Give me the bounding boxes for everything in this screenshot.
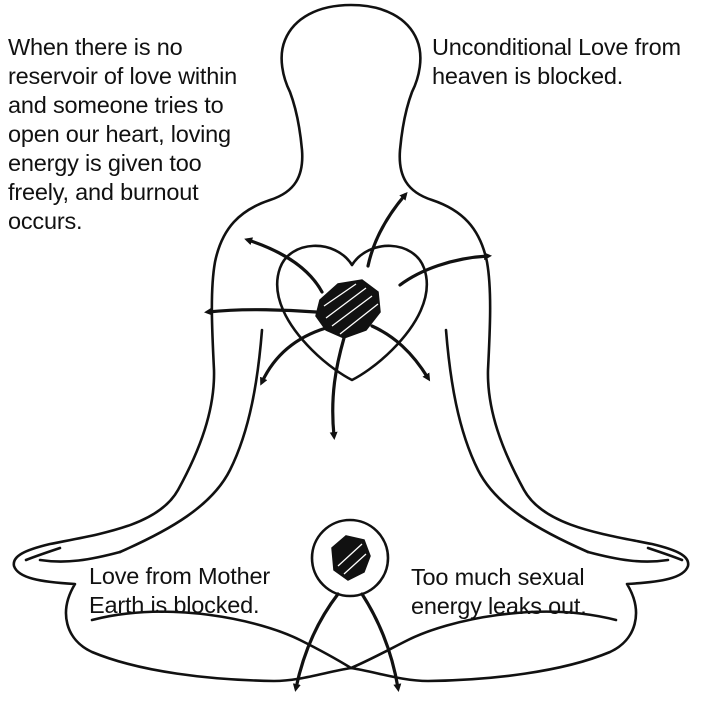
sexual-energy-caption: Too much sexual energy leaks out. — [411, 563, 611, 621]
heaven-love-caption: Unconditional Love from heaven is blocke… — [432, 33, 708, 91]
burnout-caption: When there is no reservoir of love withi… — [8, 33, 278, 236]
mother-earth-caption: Love from Mother Earth is blocked. — [89, 562, 289, 620]
